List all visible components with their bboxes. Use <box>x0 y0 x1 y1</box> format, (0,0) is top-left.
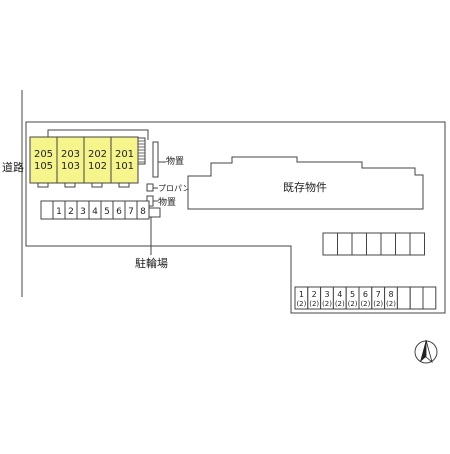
parking-right-bottom-space: 2(2) <box>307 286 322 310</box>
storage-top <box>152 141 159 178</box>
parking-right-bottom-space: 6(2) <box>358 286 373 310</box>
north-arrow-icon <box>414 339 438 364</box>
parking-right-sub: (2) <box>296 300 306 308</box>
parking-right-top-space <box>351 232 367 256</box>
unit-lower-number: 102 <box>88 161 107 172</box>
parking-right-top-space <box>395 232 411 256</box>
storage-bottom-label: 物置 <box>158 196 176 208</box>
parking-right-top-space <box>322 232 338 256</box>
parking-right-bottom-space: 1(2) <box>294 286 309 310</box>
parking-right-sub: (2) <box>322 300 332 308</box>
unit-entrance <box>91 182 103 188</box>
bicycle-parking-label: 駐輪場 <box>135 256 168 270</box>
building-roof-outline <box>47 129 149 140</box>
parking-right-bottom-space: 3(2) <box>320 286 334 310</box>
parking-left-space: 8 <box>136 200 150 220</box>
parking-left-space: 4 <box>88 200 102 220</box>
parking-left-number: 6 <box>116 207 122 217</box>
parking-right-number: 2 <box>312 290 317 299</box>
parking-right-bottom-space <box>396 286 411 310</box>
parking-right-number: 8 <box>388 290 393 299</box>
parking-right-sub: (2) <box>360 300 370 308</box>
existing-building <box>187 156 424 210</box>
parking-right-number: 3 <box>324 290 329 299</box>
parking-right-sub: (2) <box>373 300 383 308</box>
parking-left-number: 8 <box>140 207 146 217</box>
parking-right-bottom: 1(2)2(2)3(2)4(2)5(2)6(2)7(2)8(2) <box>294 286 437 310</box>
parking-right-sub: (2) <box>309 300 319 308</box>
parking-left-space: 3 <box>76 200 90 220</box>
parking-right-top-space <box>366 232 382 256</box>
parking-right-top-space <box>409 232 425 256</box>
parking-right-sub: (2) <box>386 300 396 308</box>
parking-right-top <box>322 232 425 256</box>
parking-right-sub: (2) <box>348 300 358 308</box>
unit-upper-number: 203 <box>61 149 80 160</box>
unit-upper-number: 202 <box>88 149 107 160</box>
unit-lower-number: 101 <box>115 161 134 172</box>
parking-right-bottom-space: 4(2) <box>332 286 347 310</box>
parking-right-bottom-space <box>409 286 424 310</box>
parking-right-number: 7 <box>376 290 381 299</box>
unit-lower-number: 103 <box>61 161 80 172</box>
unit-upper-number: 205 <box>34 149 53 160</box>
parking-right-bottom-space: 5(2) <box>345 286 360 310</box>
unit-lower-number: 105 <box>34 161 53 172</box>
parking-left-number: 7 <box>128 207 134 217</box>
parking-left-number: 2 <box>68 207 74 217</box>
unit-entrance <box>64 182 76 188</box>
unit-upper-number: 201 <box>115 149 134 160</box>
unit-entrance <box>37 182 49 188</box>
parking-left-number: 3 <box>80 207 86 217</box>
propane-label: プロパン庫 <box>158 183 198 193</box>
propane-box <box>146 183 154 192</box>
parking-left-space: 5 <box>100 200 114 220</box>
parking-right-number: 4 <box>337 290 342 299</box>
parking-left-space <box>40 200 54 220</box>
parking-right-sub: (2) <box>335 300 345 308</box>
road-label: 道路 <box>2 160 24 174</box>
parking-right-bottom-space: 8(2) <box>384 286 398 310</box>
parking-right-bottom-space: 7(2) <box>371 286 386 310</box>
parking-right-top-space <box>380 232 396 256</box>
parking-right-number: 1 <box>299 290 304 299</box>
parking-left-number: 5 <box>104 207 110 217</box>
parking-right-bottom-space <box>422 286 437 310</box>
parking-left-space: 2 <box>64 200 78 220</box>
parking-right-top-space <box>337 232 353 256</box>
parking-left-space: 1 <box>52 200 66 220</box>
site-boundary <box>25 121 446 314</box>
existing-building-label: 既存物件 <box>283 180 327 194</box>
parking-right-number: 6 <box>363 290 368 299</box>
parking-left-number: 4 <box>92 207 98 217</box>
parking-left-space: 6 <box>112 200 126 220</box>
unit-entrance <box>118 182 130 188</box>
parking-left-number: 1 <box>56 207 62 217</box>
storage-top-label: 物置 <box>166 155 184 167</box>
parking-right-number: 5 <box>350 290 355 299</box>
parking-left-space: 7 <box>124 200 138 220</box>
